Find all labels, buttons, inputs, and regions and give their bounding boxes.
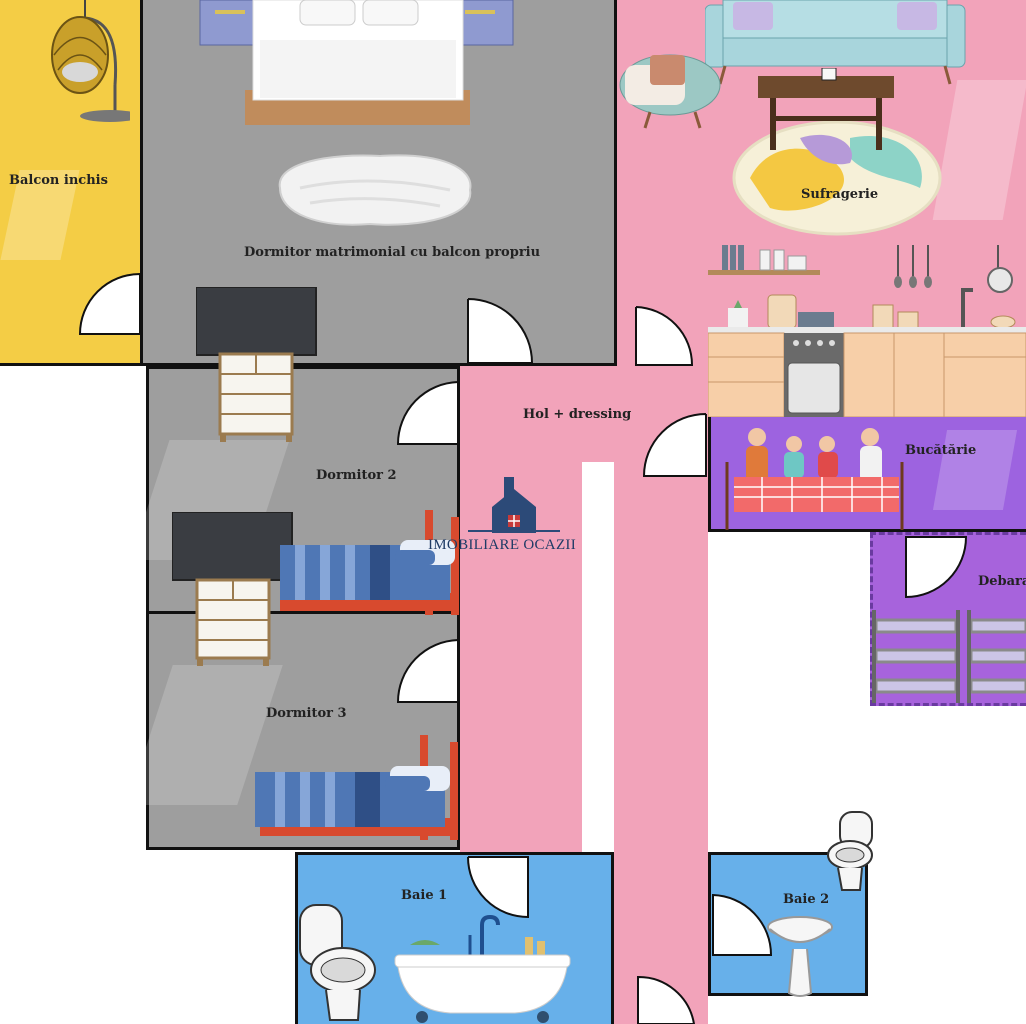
watermark-text: IMOBILIARE OCAZII bbox=[428, 537, 576, 553]
toilet-icon bbox=[827, 811, 873, 891]
sink-icon bbox=[767, 916, 833, 997]
watermark-underline bbox=[468, 530, 560, 532]
label-living-room: Sufragerie bbox=[801, 187, 879, 202]
hanging-chair-icon bbox=[51, 0, 130, 122]
label-bedroom-2: Dormitor 2 bbox=[316, 468, 397, 483]
door-icon bbox=[905, 536, 968, 599]
family-dining-icon bbox=[725, 428, 904, 530]
door-icon bbox=[642, 413, 707, 477]
label-kitchen: Bucătărie bbox=[905, 443, 977, 458]
label-bathroom-2: Baie 2 bbox=[783, 892, 830, 907]
coffee-table-icon bbox=[732, 68, 942, 236]
rug-icon bbox=[278, 154, 472, 226]
bed-icon bbox=[280, 510, 459, 615]
door-icon bbox=[467, 298, 534, 364]
door-icon bbox=[635, 306, 694, 366]
dressing-wall bbox=[582, 462, 614, 854]
light-reflection bbox=[932, 430, 1018, 510]
armchair-icon bbox=[619, 54, 721, 129]
dresser-icon bbox=[218, 352, 294, 442]
label-master-bedroom: Dormitor matrimonial cu balcon propriu bbox=[244, 245, 541, 260]
kitchen-counter-icon bbox=[708, 327, 1026, 417]
door-icon bbox=[396, 639, 459, 703]
label-balcony: Balcon inchis bbox=[9, 173, 108, 188]
door-icon bbox=[637, 975, 696, 1024]
toilet-icon bbox=[299, 904, 376, 1021]
house-logo-icon bbox=[492, 477, 536, 533]
sofa-icon bbox=[705, 0, 966, 85]
tv-icon bbox=[196, 287, 317, 356]
door-icon bbox=[712, 893, 773, 956]
label-hallway: Hol + dressing bbox=[523, 407, 632, 422]
dresser-icon bbox=[195, 578, 271, 666]
door-icon bbox=[396, 381, 459, 445]
door-icon bbox=[78, 273, 141, 335]
bed-icon bbox=[255, 735, 458, 840]
label-pantry: Debara bbox=[978, 574, 1026, 589]
shelf-icon bbox=[872, 610, 1026, 703]
shelf-icon bbox=[708, 245, 1016, 329]
door-icon bbox=[467, 856, 529, 919]
bed-icon bbox=[199, 0, 514, 125]
label-bathroom-1: Baie 1 bbox=[401, 888, 448, 903]
label-bedroom-3: Dormitor 3 bbox=[266, 706, 347, 721]
bathtub-icon bbox=[394, 915, 571, 1023]
